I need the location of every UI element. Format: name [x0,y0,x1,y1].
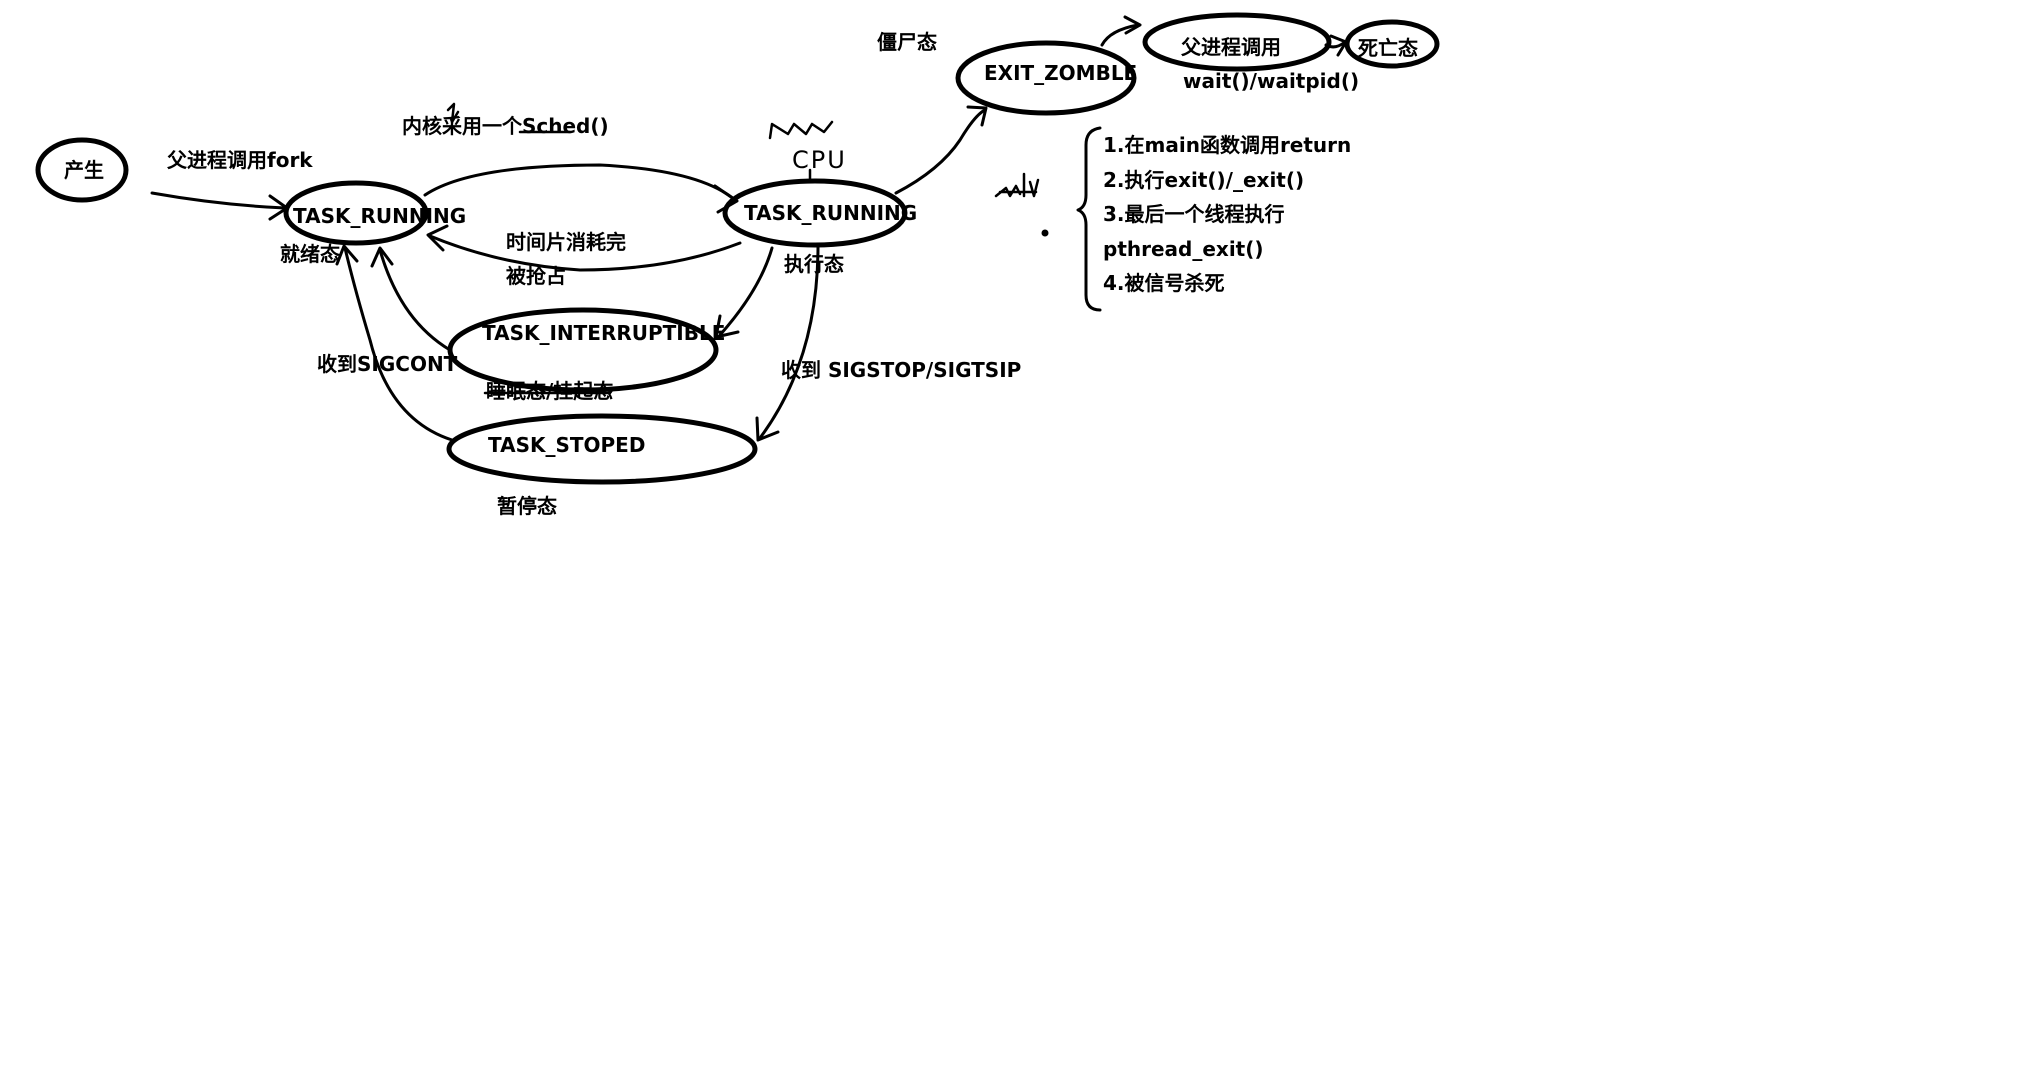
exit-reason-3: 3.最后一个线程执行 [1103,202,1285,226]
birth-node [35,137,129,203]
dead-label: 死亡态 [1358,36,1418,60]
dead-arrow [1324,40,1347,49]
ready-state-label: 就绪态 [280,242,340,266]
dead-arrowhead [1329,34,1348,57]
fork-arrow [150,191,287,210]
paused-state-label: 暂停态 [497,494,557,518]
wake-arrow [378,248,452,352]
exit-reason-3-cont: pthread_exit() [1103,237,1264,261]
dot-mark [1041,229,1049,237]
parent-call-node [1142,12,1332,72]
interruptible-label: TASK_INTERRUPTIBLE [482,321,726,345]
stopped-node [446,413,758,485]
wait-label: wait()/waitpid() [1183,69,1360,93]
sched-arrowhead [713,184,739,214]
zombie-state-label: 僵尸态 [877,30,937,54]
sched-label: 内核采用一个Sched() [402,114,609,138]
sigstop-label: 收到 SIGSTOP/SIGTSIP [781,358,1022,382]
exec-running-node [722,178,908,248]
ready-running-node [283,180,429,246]
zombie-label: EXIT_ZOMBLE [984,61,1138,85]
stopped-label: TASK_STOPED [488,433,646,457]
reason-scribble [994,172,1040,198]
reap-arrowhead [1123,15,1142,35]
exit-reason-1: 1.在main函数调用return [1103,133,1352,157]
exit-arrow [894,108,987,195]
exit-reason-2: 2.执行exit()/_exit() [1103,168,1305,192]
cpu-crown-scribble [768,120,834,140]
zombie-node [955,40,1137,116]
fork-label: 父进程调用fork [167,148,313,172]
exec-state-label: 执行态 [784,252,844,276]
wake-arrowhead [370,246,394,268]
sigcont-arrow [343,246,454,442]
sleep-arrowhead [714,314,740,339]
sleep-arrow [718,246,774,337]
time-slice-label: 时间片消耗完 [506,230,626,254]
parent-call-label: 父进程调用 [1181,35,1281,59]
cpu-label: CPU [792,146,847,174]
preempt-arrowhead [426,224,449,252]
sigstop-arrow [758,244,820,440]
sigcont-arrowhead [335,244,359,266]
reap-arrow [1100,23,1140,47]
birth-label: 产生 [64,158,104,182]
fork-arrowhead [268,194,289,221]
preempt-arrow [428,234,742,272]
sleep-state-label: 睡眠态/挂起态 [486,379,614,403]
exit-arrowhead [966,105,988,127]
ready-running-label: TASK_RUNNING [293,204,467,228]
sched-scribble [446,102,460,124]
sigstop-arrowhead [755,416,780,442]
sigcont-label: 收到SIGCONT [317,352,458,376]
exit-reason-4: 4.被信号杀死 [1103,271,1225,295]
exit-reasons-brace [1076,126,1102,312]
sched-arrow [423,163,737,202]
dead-node [1344,19,1440,69]
preempted-label: 被抢占 [506,264,566,288]
exec-running-label: TASK_RUNNING [744,201,918,225]
